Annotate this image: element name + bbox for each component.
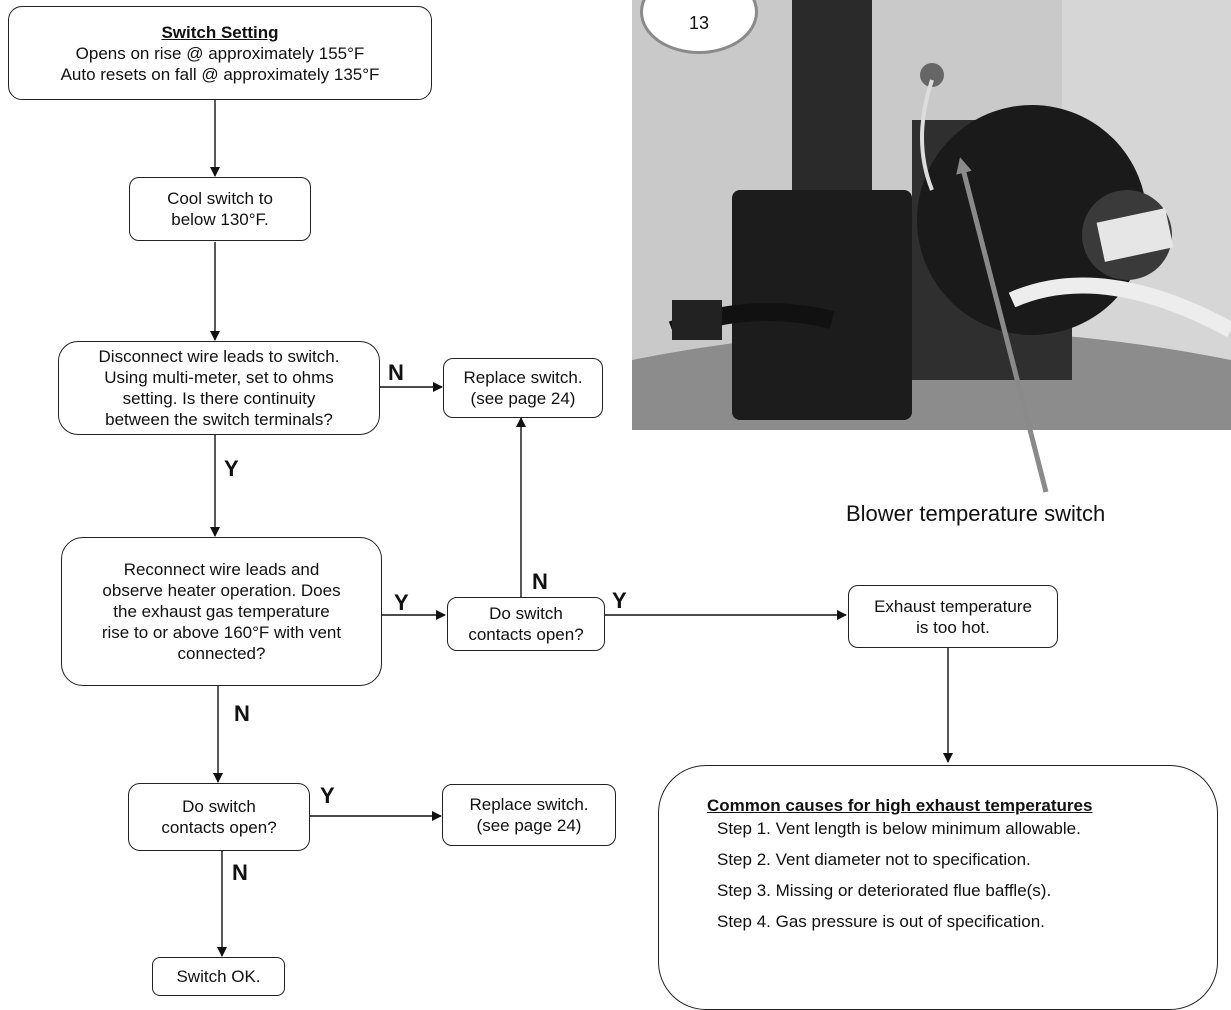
reconnect-line: connected? — [177, 644, 266, 663]
page-number: 13 — [688, 13, 710, 33]
cool-switch-line: below 130°F. — [171, 210, 269, 229]
cause-step: Step 2. Vent diameter not to specificati… — [717, 850, 1031, 869]
switch-setting-box: Switch Setting Opens on rise @ approxima… — [8, 6, 432, 100]
replace-switch-line: (see page 24) — [476, 816, 582, 835]
branch-label-n: N — [388, 360, 404, 385]
branch-label-n: N — [232, 860, 248, 885]
do-switch-open-low-box: Do switch contacts open? — [128, 783, 310, 851]
switch-setting-line: Auto resets on fall @ approximately 135°… — [60, 64, 380, 84]
cause-step: Step 1. Vent length is below minimum all… — [717, 819, 1081, 838]
exhaust-too-hot-box: Exhaust temperature is too hot. — [848, 585, 1058, 648]
common-causes-title: Common causes for high exhaust temperatu… — [707, 796, 1093, 815]
replace-switch-low-box: Replace switch. (see page 24) — [442, 784, 616, 846]
branch-label-n: N — [532, 569, 548, 594]
replace-switch-line: Replace switch. — [469, 795, 589, 814]
branch-label-y: Y — [320, 783, 335, 808]
disconnect-line: Using multi-meter, set to ohms — [104, 368, 334, 387]
reconnect-line: rise to or above 160°F with vent — [101, 623, 342, 642]
cool-switch-box: Cool switch to below 130°F. — [129, 177, 311, 241]
switch-setting-title: Switch Setting — [161, 22, 279, 42]
do-switch-line: contacts open? — [161, 818, 277, 837]
do-switch-line: Do switch — [182, 797, 256, 816]
switch-setting-line: Opens on rise @ approximately 155°F — [75, 43, 365, 63]
photo-caption: Blower temperature switch — [846, 501, 1106, 526]
reconnect-line: the exhaust gas temperature — [113, 602, 330, 621]
do-switch-line: Do switch — [489, 604, 563, 623]
disconnect-box: Disconnect wire leads to switch. Using m… — [58, 341, 380, 435]
exhaust-line: Exhaust temperature — [874, 596, 1032, 616]
exhaust-line: is too hot. — [916, 617, 990, 637]
common-causes-box: Common causes for high exhaust temperatu… — [658, 765, 1218, 1010]
branch-label-y: Y — [224, 456, 239, 481]
branch-label-y: Y — [612, 588, 627, 613]
do-switch-open-mid-box: Do switch contacts open? — [447, 597, 605, 651]
disconnect-line: between the switch terminals? — [105, 410, 333, 429]
replace-switch-top-box: Replace switch. (see page 24) — [443, 358, 603, 418]
switch-ok-box: Switch OK. — [152, 957, 285, 996]
cause-step: Step 3. Missing or deteriorated flue baf… — [717, 881, 1052, 900]
common-causes-list: Step 1. Vent length is below minimum all… — [717, 818, 1081, 942]
disconnect-line: Disconnect wire leads to switch. — [98, 347, 340, 366]
reconnect-line: Reconnect wire leads and — [123, 560, 320, 579]
reconnect-box: Reconnect wire leads and observe heater … — [61, 537, 382, 686]
do-switch-line: contacts open? — [468, 625, 584, 644]
cool-switch-line: Cool switch to — [167, 189, 273, 208]
replace-switch-line: Replace switch. — [463, 368, 583, 387]
cause-step: Step 4. Gas pressure is out of specifica… — [717, 912, 1045, 931]
replace-switch-line: (see page 24) — [470, 389, 576, 408]
disconnect-line: setting. Is there continuity — [122, 389, 316, 408]
switch-ok-label: Switch OK. — [176, 967, 261, 986]
reconnect-line: observe heater operation. Does — [102, 581, 341, 600]
branch-label-n: N — [234, 701, 250, 726]
branch-label-y: Y — [394, 590, 409, 615]
